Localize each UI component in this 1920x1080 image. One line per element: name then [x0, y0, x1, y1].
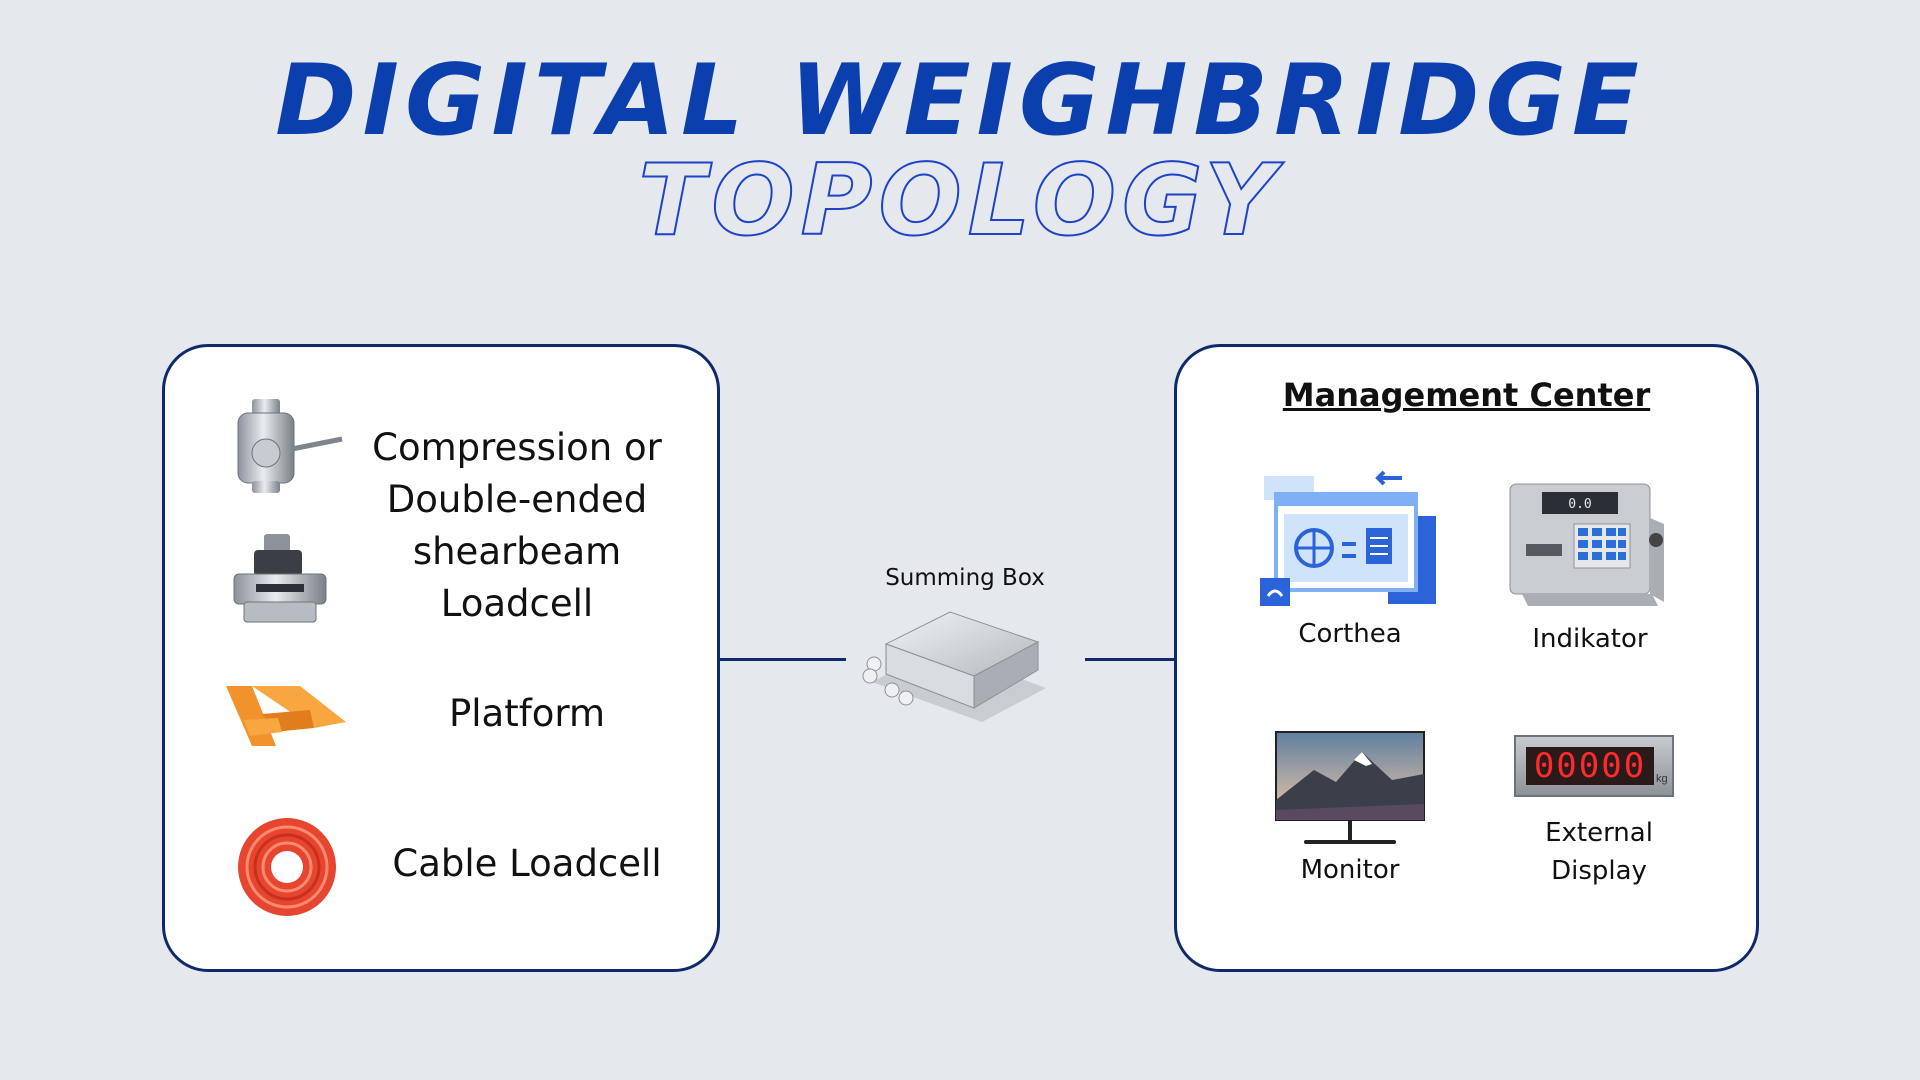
unit-label: kg — [1656, 773, 1668, 785]
loadcell-label-line: Compression or — [372, 426, 662, 469]
led-readout: 00000 — [1526, 747, 1654, 785]
junction-box-icon — [862, 611, 1046, 722]
loadcell-label: Compression or Double-ended shearbeam Lo… — [352, 422, 682, 630]
loadcell-label-line: Double-ended — [386, 478, 648, 521]
platform-label: Platform — [448, 692, 606, 735]
external-display-label: External Display — [1510, 814, 1688, 890]
cable-reel-icon — [238, 818, 336, 916]
summing-box-label: Summing Box — [885, 565, 1045, 591]
compression-loadcell-icon — [237, 399, 343, 493]
external-display-icon: 00000 kg — [1514, 735, 1674, 797]
connector-line-right — [1085, 658, 1175, 661]
monitor-label: Monitor — [1300, 855, 1400, 885]
indikator-label: Indikator — [1532, 624, 1648, 654]
indicator-device-icon: 0.0 — [1509, 483, 1664, 606]
shearbeam-loadcell-icon — [233, 534, 327, 623]
monitor-icon — [1275, 731, 1425, 844]
management-center-heading: Management Center — [1282, 376, 1651, 414]
title-line-1: DIGITAL WEIGHBRIDGE — [275, 44, 1645, 158]
svg-text:0.0: 0.0 — [1568, 497, 1591, 512]
platform-icon — [226, 686, 346, 746]
cable-loadcell-label: Cable Loadcell — [392, 842, 662, 885]
corthea-label: Corthea — [1298, 619, 1402, 649]
connector-line-left — [720, 658, 846, 661]
corthea-software-icon — [1260, 470, 1436, 606]
external-display-label-line: External — [1545, 818, 1653, 848]
external-display-label-line: Display — [1551, 856, 1647, 886]
loadcell-label-line: Loadcell — [440, 582, 594, 625]
title-line-2: TOPOLOGY — [638, 144, 1282, 258]
loadcell-label-line: shearbeam — [412, 530, 622, 573]
management-center-panel — [1174, 344, 1759, 972]
